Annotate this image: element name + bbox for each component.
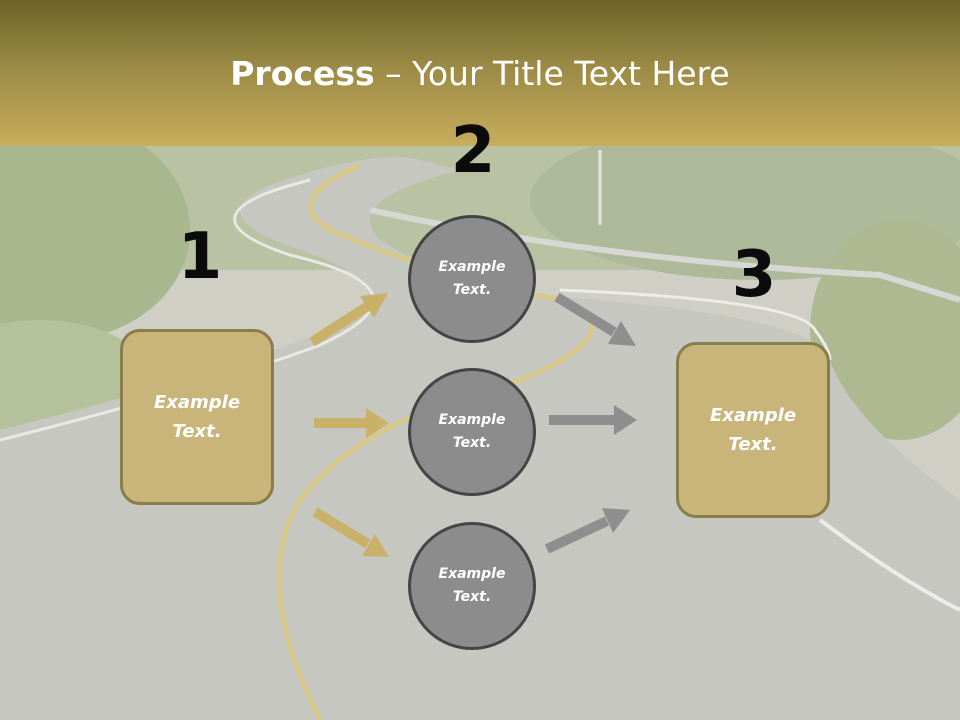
circle-step-top: Example Text. bbox=[408, 215, 536, 343]
right-process-box: Example Text. bbox=[676, 342, 830, 518]
arrow-left-to-top bbox=[309, 293, 388, 347]
arrow-left-to-middle bbox=[314, 408, 389, 438]
arrow-left-to-bottom bbox=[312, 507, 389, 557]
arrow-top-to-right bbox=[554, 292, 636, 346]
title-rest: – Your Title Text Here bbox=[374, 54, 730, 93]
step-number-3: 3 bbox=[731, 238, 777, 312]
step-number-2: 2 bbox=[450, 114, 496, 188]
arrow-middle-to-right bbox=[549, 405, 637, 435]
title-bold: Process bbox=[230, 54, 375, 93]
circle-step-middle: Example Text. bbox=[408, 368, 536, 496]
circle-bottom-text: Example Text. bbox=[438, 566, 506, 605]
right-box-text: Example Text. bbox=[709, 405, 797, 455]
circle-top-text: Example Text. bbox=[438, 259, 506, 298]
left-box-text: Example Text. bbox=[153, 392, 241, 442]
title-bar bbox=[0, 0, 960, 146]
slide-title: Process – Your Title Text Here bbox=[0, 52, 960, 96]
left-process-box: Example Text. bbox=[120, 329, 274, 505]
step-number-1: 1 bbox=[177, 220, 223, 294]
circle-middle-text: Example Text. bbox=[438, 412, 506, 451]
arrow-bottom-to-right bbox=[544, 508, 630, 554]
circle-step-bottom: Example Text. bbox=[408, 522, 536, 650]
